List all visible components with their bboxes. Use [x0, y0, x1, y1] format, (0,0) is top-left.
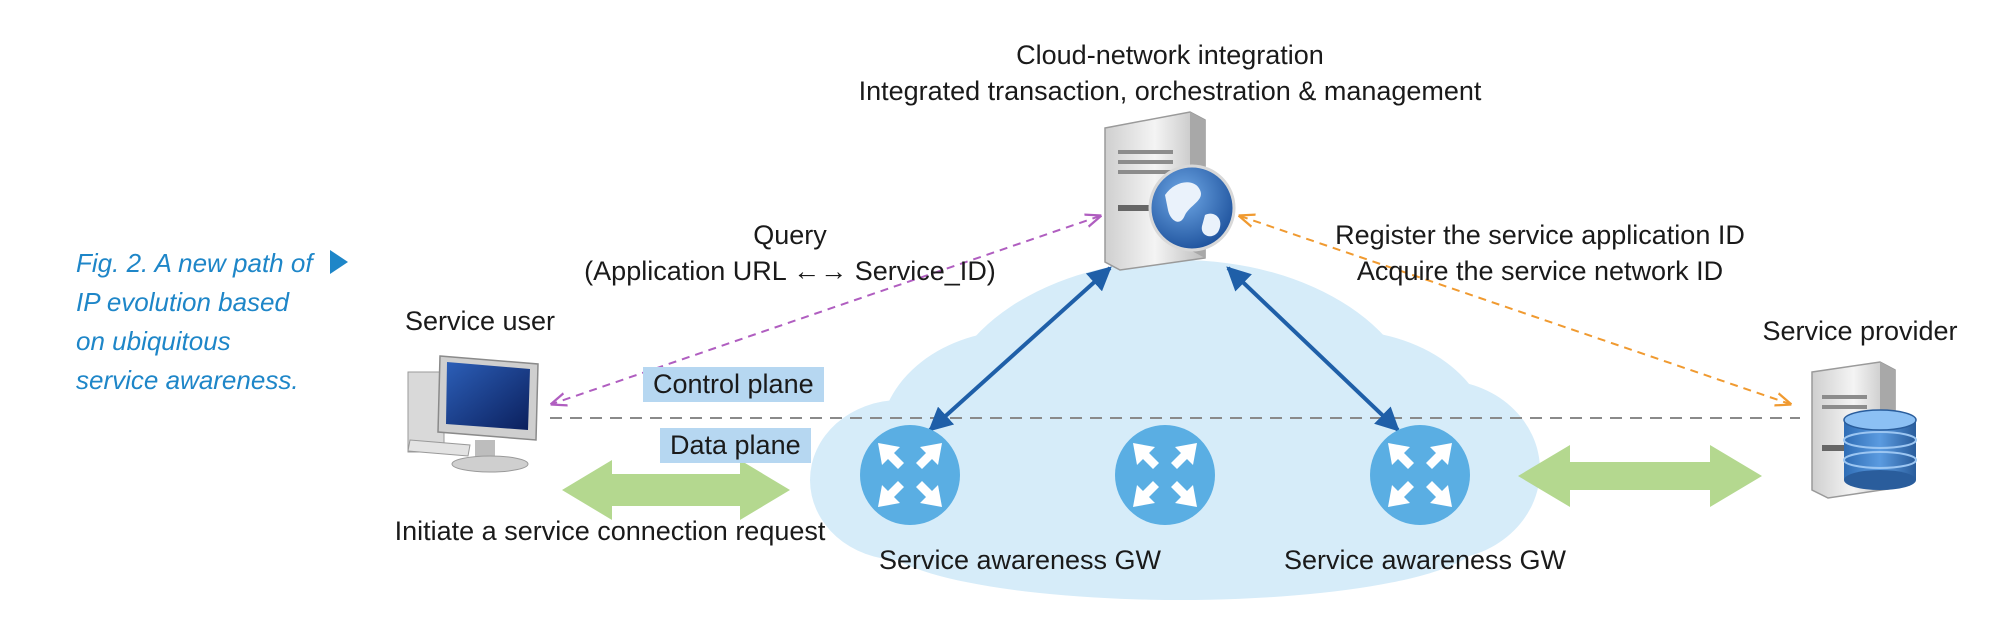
control-plane-label: Control plane: [643, 367, 824, 402]
query-mapping-label: (Application URL ←→ Service_ID): [584, 256, 996, 286]
cloud-integration-title: Cloud-network integration: [1016, 40, 1324, 70]
router-icon: [1370, 425, 1470, 525]
cloud-integration-subtitle: Integrated transaction, orchestration & …: [858, 76, 1482, 106]
figure-caption: Fig. 2. A new path of IP evolution based…: [76, 244, 366, 400]
computer-icon: [407, 355, 539, 473]
gw-label-right: Service awareness GW: [1283, 545, 1567, 575]
database-server-icon: [1811, 361, 1917, 499]
gw-label-left: Service awareness GW: [878, 545, 1162, 575]
control-arrow-right: [1226, 266, 1400, 432]
initiate-request-label: Initiate a service connection request: [394, 516, 826, 546]
data-plane-label: Data plane: [660, 428, 811, 463]
data-arrow-right: [1518, 445, 1762, 507]
service-provider-label: Service provider: [1762, 316, 1958, 346]
acquire-label: Acquire the service network ID: [1356, 256, 1724, 286]
caption-line: service awareness.: [76, 365, 299, 395]
register-label: Register the service application ID: [1335, 220, 1745, 250]
router-icon: [860, 425, 960, 525]
control-arrow-left: [928, 266, 1112, 432]
caption-line: Fig. 2. A new path of: [76, 248, 313, 278]
service-user-label: Service user: [404, 306, 556, 336]
router-icon: [1115, 425, 1215, 525]
caption-pointer-icon: [330, 250, 348, 274]
query-label: Query: [753, 220, 827, 250]
caption-line: IP evolution based: [76, 287, 289, 317]
server-globe-icon: [1104, 111, 1236, 271]
caption-line: on ubiquitous: [76, 326, 231, 356]
data-arrow-left: [562, 460, 790, 520]
